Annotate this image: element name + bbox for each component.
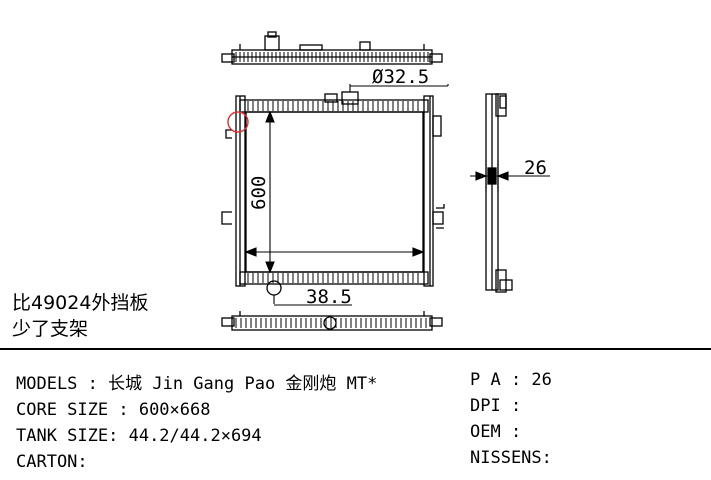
spec-tank-size: TANK SIZE: 44.2/44.2×694	[16, 426, 262, 446]
inlet-diameter-dimension	[349, 84, 449, 92]
tank-size-value: 44.2/44.2×694	[128, 426, 262, 446]
outlet-offset-dimension	[273, 295, 352, 306]
section-divider	[0, 348, 711, 350]
core-size-label: CORE SIZE :	[16, 400, 139, 420]
dpi-label: DPI :	[470, 396, 532, 416]
core-height-dimension	[265, 110, 275, 274]
spec-dpi: DPI :	[470, 396, 531, 416]
thickness-dimension	[470, 160, 550, 192]
models-label: MODELS :	[16, 374, 109, 394]
note-line-1: 比49024外挡板	[12, 292, 149, 314]
spec-nissens: NISSENS:	[470, 448, 552, 468]
radiator-side-view	[485, 93, 513, 293]
oem-label: OEM :	[470, 422, 532, 442]
spec-carton: CARTON:	[16, 452, 88, 472]
top-tank-ribs	[235, 52, 429, 62]
core-size-value: 600×668	[138, 400, 211, 420]
spec-oem: OEM :	[470, 422, 531, 442]
spec-models: MODELS : 长城 Jin Gang Pao 金刚炮 MT*	[16, 374, 377, 394]
tank-size-label: TANK SIZE:	[16, 426, 129, 446]
core-width-dimension	[244, 247, 425, 257]
radiator-technical-drawing: Ø32.5 600 38.5 26	[221, 31, 550, 331]
inlet-diameter-label: Ø32.5	[372, 66, 429, 88]
models-value: 长城 Jin Gang Pao 金刚炮 MT*	[108, 374, 378, 394]
carton-label: CARTON:	[16, 452, 88, 472]
radiator-front-view	[221, 91, 445, 296]
thickness-label: 26	[524, 157, 547, 179]
spec-core-size: CORE SIZE : 600×668	[16, 400, 210, 420]
spec-pa: P A : 26	[470, 370, 552, 390]
outlet-offset-label: 38.5	[306, 286, 352, 308]
nissens-label: NISSENS:	[470, 448, 552, 468]
note-line-2: 少了支架	[12, 318, 89, 340]
core-height-label: 600	[248, 176, 270, 210]
pa-label: P A :	[470, 370, 532, 390]
bottom-tank-ribs	[235, 318, 427, 328]
front-tank-ribs	[247, 101, 419, 283]
pa-value: 26	[531, 370, 552, 390]
bottom-tank-view	[221, 311, 443, 331]
marked-area-circle	[227, 111, 249, 133]
